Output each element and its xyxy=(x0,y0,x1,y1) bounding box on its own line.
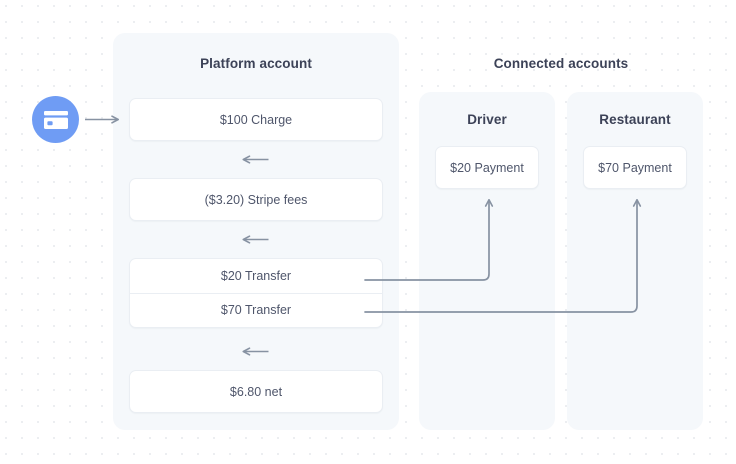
driver-account-panel xyxy=(419,92,555,430)
restaurant-heading: Restaurant xyxy=(599,112,671,127)
stripe-fees-card: ($3.20) Stripe fees xyxy=(129,178,383,221)
charge-card: $100 Charge xyxy=(129,98,383,141)
driver-payment-card: $20 Payment xyxy=(435,146,539,189)
credit-card-icon xyxy=(32,96,79,143)
driver-heading: Driver xyxy=(467,112,507,127)
net-card: $6.80 net xyxy=(129,370,383,413)
restaurant-payment-card: $70 Payment xyxy=(583,146,687,189)
transfer-row: $20 Transfer xyxy=(220,268,292,283)
platform-account-heading: Platform account xyxy=(200,56,312,71)
connected-accounts-heading: Connected accounts xyxy=(493,56,629,71)
transfer-row: $70 Transfer xyxy=(130,292,382,328)
restaurant-account-panel xyxy=(567,92,703,430)
transfers-card: $20 Transfer $70 Transfer xyxy=(129,258,383,328)
